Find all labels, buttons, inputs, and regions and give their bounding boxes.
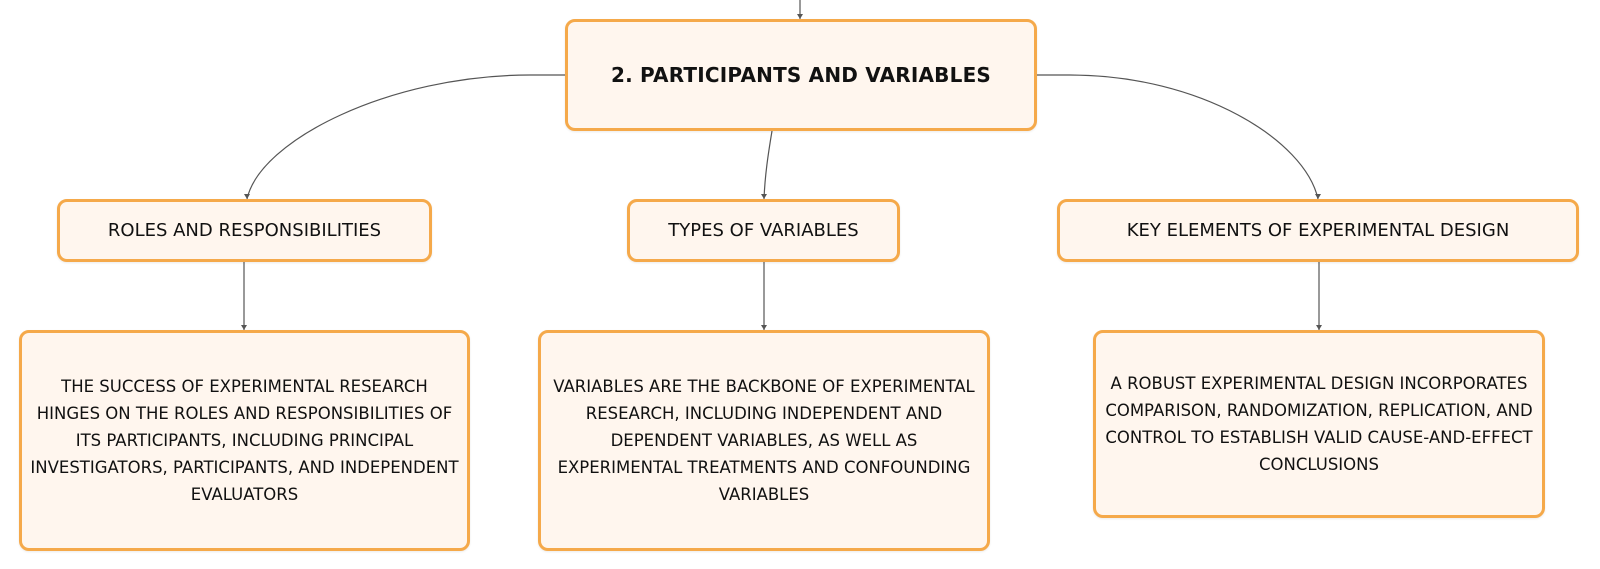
arrowhead-roles-detail xyxy=(241,325,247,330)
arrowhead-roles xyxy=(244,194,250,199)
branch-node-design[interactable]: KEY ELEMENTS OF EXPERIMENTAL DESIGN xyxy=(1057,199,1579,262)
root-node-label: 2. PARTICIPANTS AND VARIABLES xyxy=(610,63,992,87)
connector-root-to-variables xyxy=(763,130,773,200)
branch-node-roles[interactable]: ROLES AND RESPONSIBILITIES xyxy=(57,199,432,262)
branch-node-label: ROLES AND RESPONSIBILITIES xyxy=(107,220,382,241)
branch-node-variables[interactable]: TYPES OF VARIABLES xyxy=(627,199,900,262)
branch-node-label: TYPES OF VARIABLES xyxy=(668,220,859,241)
detail-node-text: VARIABLES ARE THE BACKBONE OF EXPERIMENT… xyxy=(553,377,975,504)
detail-node-text: A ROBUST EXPERIMENTAL DESIGN INCORPORATE… xyxy=(1105,374,1533,474)
detail-node-variables[interactable]: VARIABLES ARE THE BACKBONE OF EXPERIMENT… xyxy=(538,330,990,551)
arrowhead-incoming xyxy=(797,14,803,19)
arrowhead-variables xyxy=(761,194,767,199)
detail-node-text: THE SUCCESS OF EXPERIMENTAL RESEARCH HIN… xyxy=(30,377,459,504)
branch-node-label: KEY ELEMENTS OF EXPERIMENTAL DESIGN xyxy=(1126,220,1510,241)
connector-root-to-roles xyxy=(246,74,565,200)
arrowhead-variables-detail xyxy=(761,325,767,330)
arrowhead-design-detail xyxy=(1316,325,1322,330)
root-node[interactable]: 2. PARTICIPANTS AND VARIABLES xyxy=(565,19,1037,131)
detail-node-design[interactable]: A ROBUST EXPERIMENTAL DESIGN INCORPORATE… xyxy=(1093,330,1545,518)
detail-node-roles[interactable]: THE SUCCESS OF EXPERIMENTAL RESEARCH HIN… xyxy=(19,330,470,551)
connector-root-to-design xyxy=(1037,74,1319,200)
arrowhead-design xyxy=(1315,194,1321,199)
